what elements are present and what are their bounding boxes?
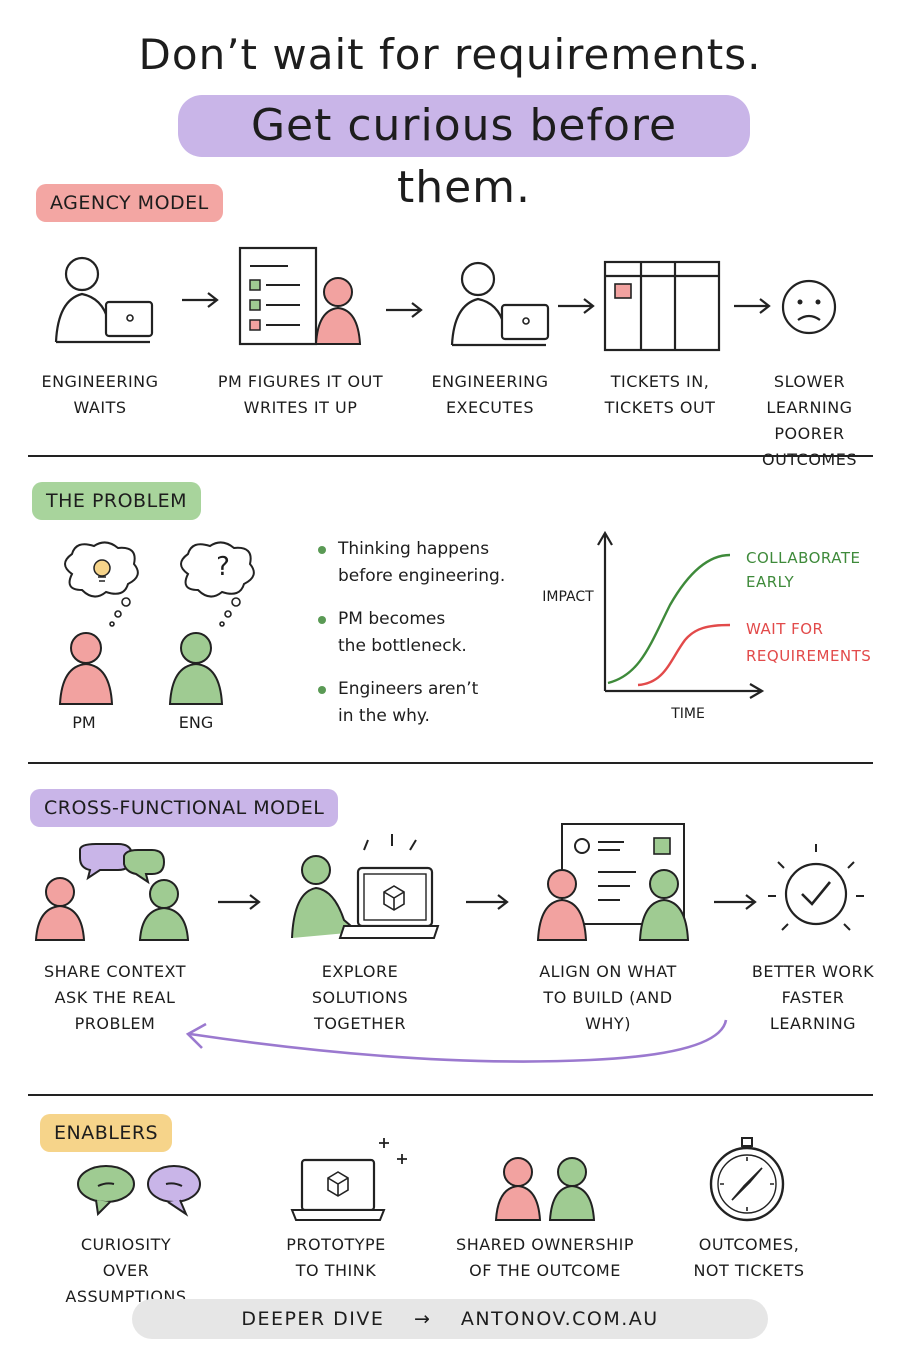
series-line-wait (637, 623, 731, 687)
arrow-right-icon: → (413, 1308, 432, 1330)
cross-functional-tag: CROSS-FUNCTIONAL MODEL (30, 789, 339, 827)
arrow-icon (218, 894, 261, 910)
footer-label: DEEPER DIVE (241, 1308, 385, 1330)
share-context-icon (34, 843, 190, 941)
engineer-laptop-icon (54, 256, 154, 344)
problem-tag: THE PROBLEM (32, 482, 202, 520)
series-line-collaborate (607, 553, 731, 685)
question-mark: ? (216, 552, 230, 582)
pm-label: PM (72, 713, 96, 732)
arrow-icon (714, 894, 757, 910)
x-axis-label: TIME (670, 706, 705, 722)
section-divider (28, 1094, 873, 1096)
check-circle-icon (768, 844, 864, 931)
ticket-board-icon (603, 260, 721, 352)
shared-ownership-icon (494, 1157, 596, 1221)
prototype-laptop-icon (290, 1138, 407, 1221)
loop-back-arrow-icon (185, 1019, 728, 1063)
headline-highlight: Get curious before them. (178, 95, 750, 213)
section-divider (28, 762, 873, 764)
x-axis (605, 683, 765, 699)
eng-question-icon (168, 541, 255, 705)
headline: Don’t wait for requirements. (138, 30, 762, 79)
agency-model-tag: AGENCY MODEL (36, 184, 223, 222)
agency-step-caption: TICKETS IN,TICKETS OUT (604, 372, 716, 417)
engineer-laptop-icon (450, 261, 550, 347)
section-divider (28, 455, 873, 457)
footer-url: ANTONOV.COM.AU (460, 1308, 659, 1330)
eng-label: ENG (178, 713, 214, 732)
pm-thinking-icon (58, 541, 139, 705)
arrow-icon (558, 298, 595, 314)
impact-chart: IMPACT TIME (542, 530, 765, 722)
explore-laptop-icon (291, 834, 440, 939)
compass-icon (709, 1137, 785, 1222)
enabler-caption: OUTCOMES,NOT TICKETS (693, 1235, 805, 1280)
arrow-icon (386, 302, 423, 318)
y-axis (597, 530, 613, 691)
pm-document-icon (238, 246, 362, 346)
enablers-tag: ENABLERS (40, 1114, 173, 1152)
conversation-icon (77, 1165, 201, 1217)
y-axis-label: IMPACT (542, 589, 594, 605)
arrow-icon (182, 292, 219, 308)
align-board-icon (536, 823, 690, 941)
sad-face-icon (781, 279, 837, 335)
deeper-dive-link[interactable]: DEEPER DIVE → ANTONOV.COM.AU (132, 1299, 768, 1339)
arrow-icon (734, 298, 771, 314)
arrow-icon (466, 894, 509, 910)
